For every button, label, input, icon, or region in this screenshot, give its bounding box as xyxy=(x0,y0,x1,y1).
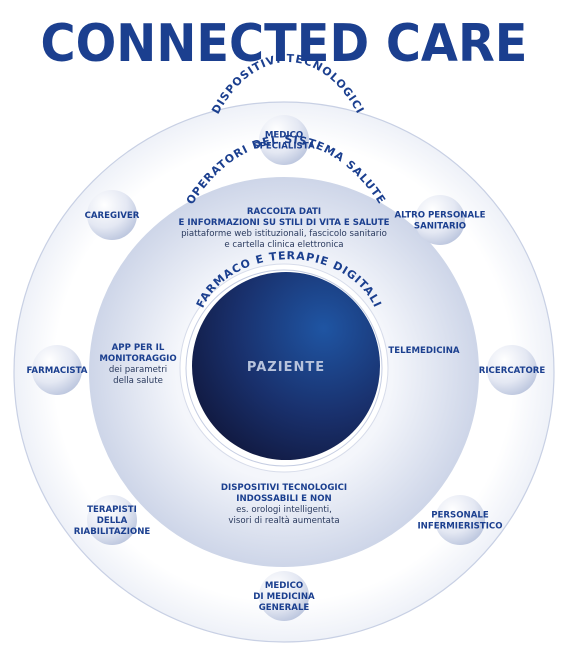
patient-center xyxy=(192,272,380,460)
patient-label: PAZIENTE xyxy=(247,360,325,375)
label-altro-personale-sanitario: ALTRO PERSONALE xyxy=(395,211,486,221)
device-app-monitoraggio: MONITORAGGIO xyxy=(99,354,176,364)
label-terapisti-riabilitazione: RIABILITAZIONE xyxy=(74,527,151,537)
device-dispositivi-indossabili-detail: visori di realtà aumentata xyxy=(228,516,339,526)
node-terapisti-riabilitazione xyxy=(87,495,137,545)
page-title: CONNECTED CARE xyxy=(40,14,528,74)
operator-nodes xyxy=(32,115,537,621)
device-app-monitoraggio: APP PER IL xyxy=(112,343,165,353)
label-terapisti-riabilitazione: TERAPISTI xyxy=(87,505,137,515)
node-caregiver xyxy=(87,190,137,240)
label-medico-specialista: MEDICO xyxy=(265,131,303,141)
label-caregiver: CAREGIVER xyxy=(85,211,140,221)
device-dispositivi-indossabili: INDOSSABILI E NON xyxy=(236,494,331,504)
device-dispositivi-indossabili-detail: es. orologi intelligenti, xyxy=(236,505,332,515)
inner-ring-line xyxy=(185,269,383,467)
node-medico-medicina-generale xyxy=(259,571,309,621)
label-personale-infermieristico: PERSONALE xyxy=(431,511,489,521)
node-personale-infermieristico xyxy=(435,495,485,545)
device-raccolta-dati: RACCOLTA DATI xyxy=(247,207,321,217)
label-farmacista: FARMACISTA xyxy=(27,366,88,376)
node-farmacista xyxy=(32,345,82,395)
device-dispositivi-indossabili: DISPOSITIVI TECNOLOGICI xyxy=(221,483,347,493)
label-medico-medicina-generale: GENERALE xyxy=(259,603,310,613)
node-altro-personale-sanitario xyxy=(415,195,465,245)
label-medico-medicina-generale: DI MEDICINA xyxy=(253,592,315,602)
device-raccolta-dati: E INFORMAZIONI SU STILI DI VITA E SALUTE xyxy=(178,218,389,228)
device-raccolta-dati-detail: piattaforme web istituzionali, fascicolo… xyxy=(181,229,387,239)
label-medico-specialista: SPECIALISTA xyxy=(253,142,315,152)
label-medico-medicina-generale: MEDICO xyxy=(265,581,303,591)
node-medico-specialista xyxy=(259,115,309,165)
label-ricercatore: RICERCATORE xyxy=(479,366,546,376)
node-ricercatore xyxy=(487,345,537,395)
label-altro-personale-sanitario: SANITARIO xyxy=(414,222,466,232)
device-app-monitoraggio-detail: dei parametri xyxy=(109,365,167,375)
device-app-monitoraggio-detail: della salute xyxy=(113,376,163,386)
device-telemedicina: TELEMEDICINA xyxy=(388,346,460,356)
label-terapisti-riabilitazione: DELLA xyxy=(97,516,128,526)
device-raccolta-dati-detail: e cartella clinica elettronica xyxy=(224,240,343,250)
label-personale-infermieristico: INFERMIERISTICO xyxy=(417,522,502,532)
